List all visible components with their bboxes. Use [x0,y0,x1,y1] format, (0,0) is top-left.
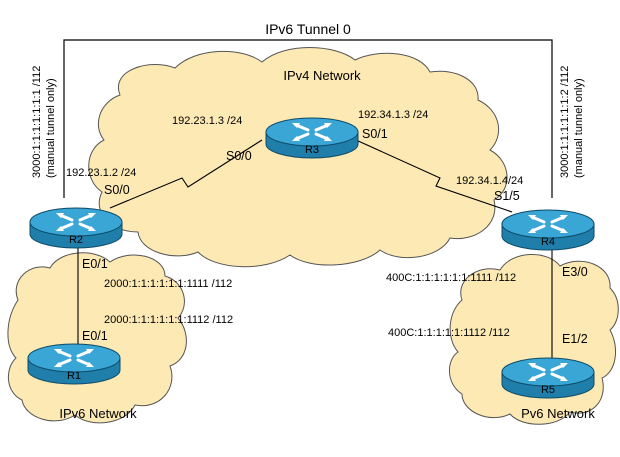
r2-s00-interface: S0/0 [104,183,130,197]
r3-s01-ip: 192.34.1.3 /24 [358,109,428,121]
r4-s15-ip: 192.34.1.4/24 [456,175,523,187]
r1-e01-ip: 2000:1:1:1:1:1:1:1112 /112 [104,314,233,326]
router-r4-label: R4 [541,236,555,248]
router-r4[interactable]: R4 [500,208,596,252]
r4-e30-ip: 400C:1:1:1:1:1:1:1111 /112 [386,272,516,284]
serial-link-r3-r4 [355,139,513,213]
r2-e01-ip: 2000:1:1:1:1:1:1:1111 /112 [104,278,232,290]
ipv4-cloud-label: IPv4 Network [283,68,361,83]
router-r3[interactable]: R3 [264,116,360,160]
r2-e01-interface: E0/1 [82,257,108,271]
router-r2[interactable]: R2 [28,206,124,250]
tunnel-bracket-line [63,39,553,198]
r5-e12-interface: E1/2 [562,332,588,346]
r4-e30-interface: E3/0 [562,265,588,279]
ipv6-right-cloud-label: Pv6 Network [521,406,595,421]
r1-e01-interface: E0/1 [82,329,108,343]
tunnel-left-address: 3000:1:1:1:1:1:1:1 /112 [31,66,43,178]
tunnel-right-address: 3000:1:1:1:1:1:1:2 /112 [559,66,571,178]
router-r1[interactable]: R1 [26,342,122,386]
r2-s00-ip: 192.23.1.2 /24 [66,167,136,179]
r5-e12-ip: 400C:1:1:1:1:1:1112 /112 [388,327,510,339]
r3-s01-interface: S0/1 [362,127,388,141]
router-r3-label: R3 [305,144,319,156]
r3-s00-ip: 192.23.1.3 /24 [172,115,242,127]
tunnel-left-note: (manual tunnel only) [45,78,57,178]
router-r2-label: R2 [69,234,83,246]
router-r5-label: R5 [541,384,555,396]
serial-link-r2-r3 [109,139,263,209]
tunnel-right-note: (manual tunnel only) [573,78,585,178]
tunnel-title: IPv6 Tunnel 0 [265,21,351,37]
r4-s15-interface: S1/5 [494,189,520,203]
r3-s00-interface: S0/0 [226,149,252,163]
ipv6-left-cloud-label: IPv6 Network [59,406,137,421]
router-r5[interactable]: R5 [500,356,596,400]
router-r1-label: R1 [67,370,81,382]
